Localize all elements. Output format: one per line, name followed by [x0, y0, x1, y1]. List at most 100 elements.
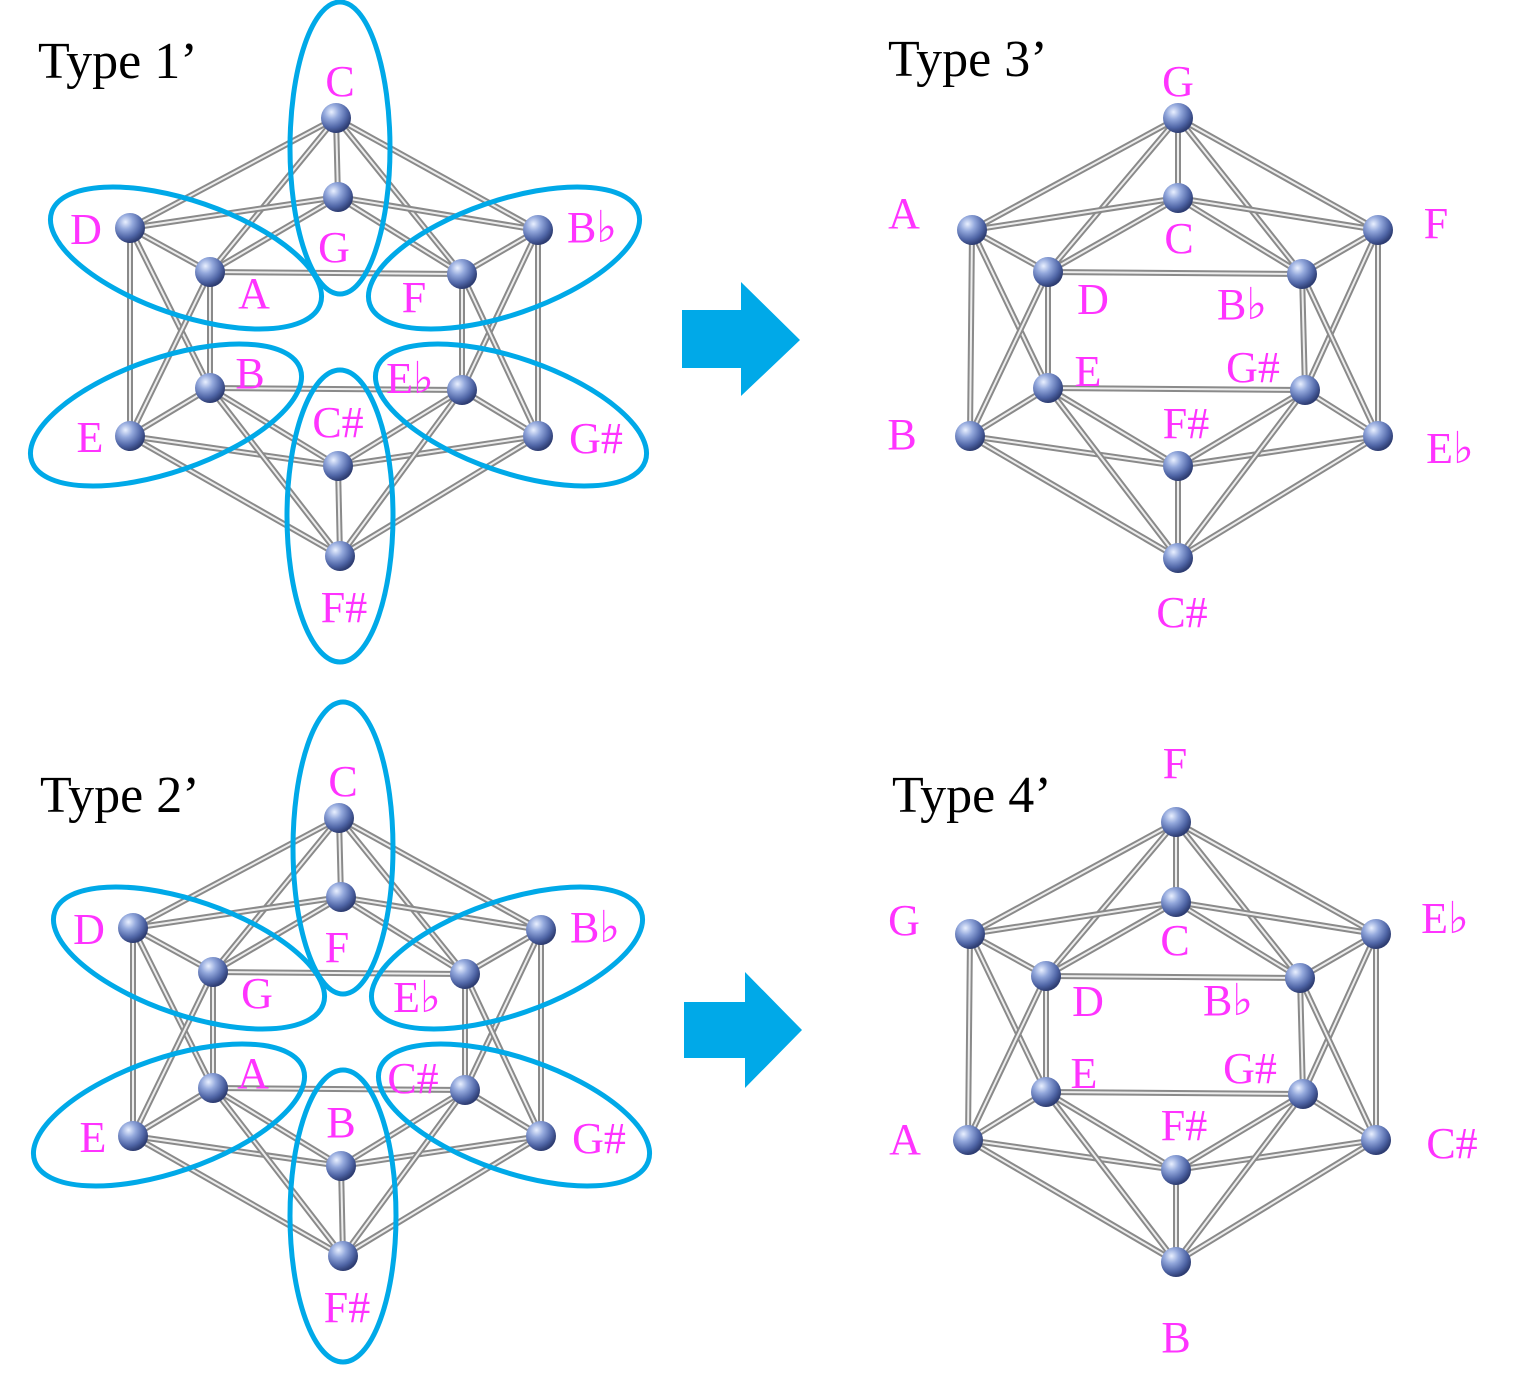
node-label: E: [77, 413, 104, 462]
edges: [967, 115, 1381, 561]
edge-highlight: [209, 387, 341, 557]
group-ellipse: [290, 699, 396, 997]
node-ball: [326, 882, 356, 912]
node-label: F#: [324, 1283, 370, 1332]
edge-highlight: [342, 1135, 542, 1257]
node-ball: [953, 1125, 983, 1155]
node-ball: [321, 103, 351, 133]
node-ball: [1287, 259, 1317, 289]
edge-highlight: [1175, 1093, 1304, 1263]
edge-highlight: [967, 933, 971, 1141]
edge-highlight: [1302, 933, 1377, 1095]
edge-highlight: [132, 896, 342, 929]
edge-highlight: [969, 229, 973, 437]
node-ball: [1033, 373, 1063, 403]
edge-highlight: [1045, 821, 1177, 977]
node-label: F#: [1161, 1101, 1207, 1150]
edge-highlight: [967, 975, 1047, 1141]
node-ball: [1161, 1155, 1191, 1185]
diagram-title: Type 1’: [38, 33, 198, 90]
edge-highlight: [1045, 1091, 1177, 1263]
edge-highlight: [1177, 117, 1303, 275]
node-label: C#: [1156, 588, 1207, 637]
edge-highlight: [1299, 977, 1304, 1095]
edge-highlight: [967, 1139, 1177, 1263]
node-ball: [115, 421, 145, 451]
node-ball: [1361, 919, 1391, 949]
edge-highlight: [209, 387, 339, 467]
node-ball: [1285, 963, 1315, 993]
edge-highlight: [209, 271, 463, 275]
node-ball: [1163, 543, 1193, 573]
node-label: D: [1077, 275, 1109, 324]
edge-highlight: [339, 389, 463, 557]
arrow-right-icon: [684, 972, 802, 1088]
edge-highlight: [1301, 273, 1379, 437]
node-label: E♭: [1426, 424, 1474, 473]
edge-highlight: [969, 435, 1179, 467]
group-ellipse: [287, 0, 393, 297]
node-ball: [447, 259, 477, 289]
edge-highlight: [464, 973, 542, 1137]
nodes: [118, 803, 556, 1271]
node-label: C: [325, 57, 354, 106]
edge-highlight: [338, 817, 466, 975]
edge-highlight: [969, 387, 1049, 437]
node-ball: [1288, 1079, 1318, 1109]
edge-highlight: [969, 933, 1047, 1093]
node-label: G#: [572, 1114, 626, 1163]
edge-highlight: [1175, 821, 1301, 979]
group-ellipse: [372, 341, 650, 489]
node-ball: [118, 913, 148, 943]
edge-highlight: [1301, 273, 1306, 391]
edge-highlight: [340, 1165, 344, 1257]
node-label: F: [1163, 739, 1187, 788]
group-ellipse: [27, 341, 305, 489]
edge-highlight: [1045, 1091, 1304, 1095]
edge-highlight: [971, 197, 1179, 231]
group-ellipse: [368, 884, 646, 1032]
node-ball: [328, 1241, 358, 1271]
node-label: G: [241, 969, 273, 1018]
node-label: G#: [1223, 1044, 1277, 1093]
edge-highlight: [129, 435, 341, 557]
edge-highlight: [1175, 901, 1377, 935]
node-label: B♭: [570, 903, 620, 952]
edge-highlight: [129, 196, 339, 229]
diagram-title: Type 4’: [892, 767, 1052, 824]
edge-highlight: [337, 196, 539, 231]
node-ball: [526, 915, 556, 945]
node-label: C#: [387, 1054, 438, 1103]
edge-highlight: [969, 435, 1179, 559]
edge-highlight: [967, 1091, 1047, 1141]
node-label: C: [1164, 214, 1193, 263]
node-label: D: [73, 905, 105, 954]
nodes: [115, 103, 553, 571]
node-ball: [1031, 1077, 1061, 1107]
edge-highlight: [1177, 197, 1303, 275]
edges: [130, 815, 544, 1259]
group-ellipses: [30, 699, 653, 1365]
node-ball: [325, 541, 355, 571]
edge-highlight: [338, 817, 542, 931]
edge-highlight: [1047, 117, 1179, 273]
edge-highlight: [1047, 197, 1179, 273]
node-label: B♭: [1203, 976, 1253, 1025]
node-ball: [1161, 1247, 1191, 1277]
edge-highlight: [1045, 1091, 1177, 1171]
node-label: F: [402, 273, 426, 322]
nodes: [953, 807, 1391, 1277]
edge-highlight: [1304, 229, 1379, 391]
edge-highlight: [1177, 435, 1379, 559]
edge-highlight: [132, 927, 214, 973]
edge-highlight: [132, 1135, 342, 1167]
edge-highlight: [339, 435, 539, 557]
edge-highlight: [464, 929, 542, 1091]
node-label: E♭: [386, 354, 434, 403]
edge-highlight: [1299, 977, 1377, 1141]
node-ball: [118, 1121, 148, 1151]
edge-highlight: [337, 465, 341, 557]
